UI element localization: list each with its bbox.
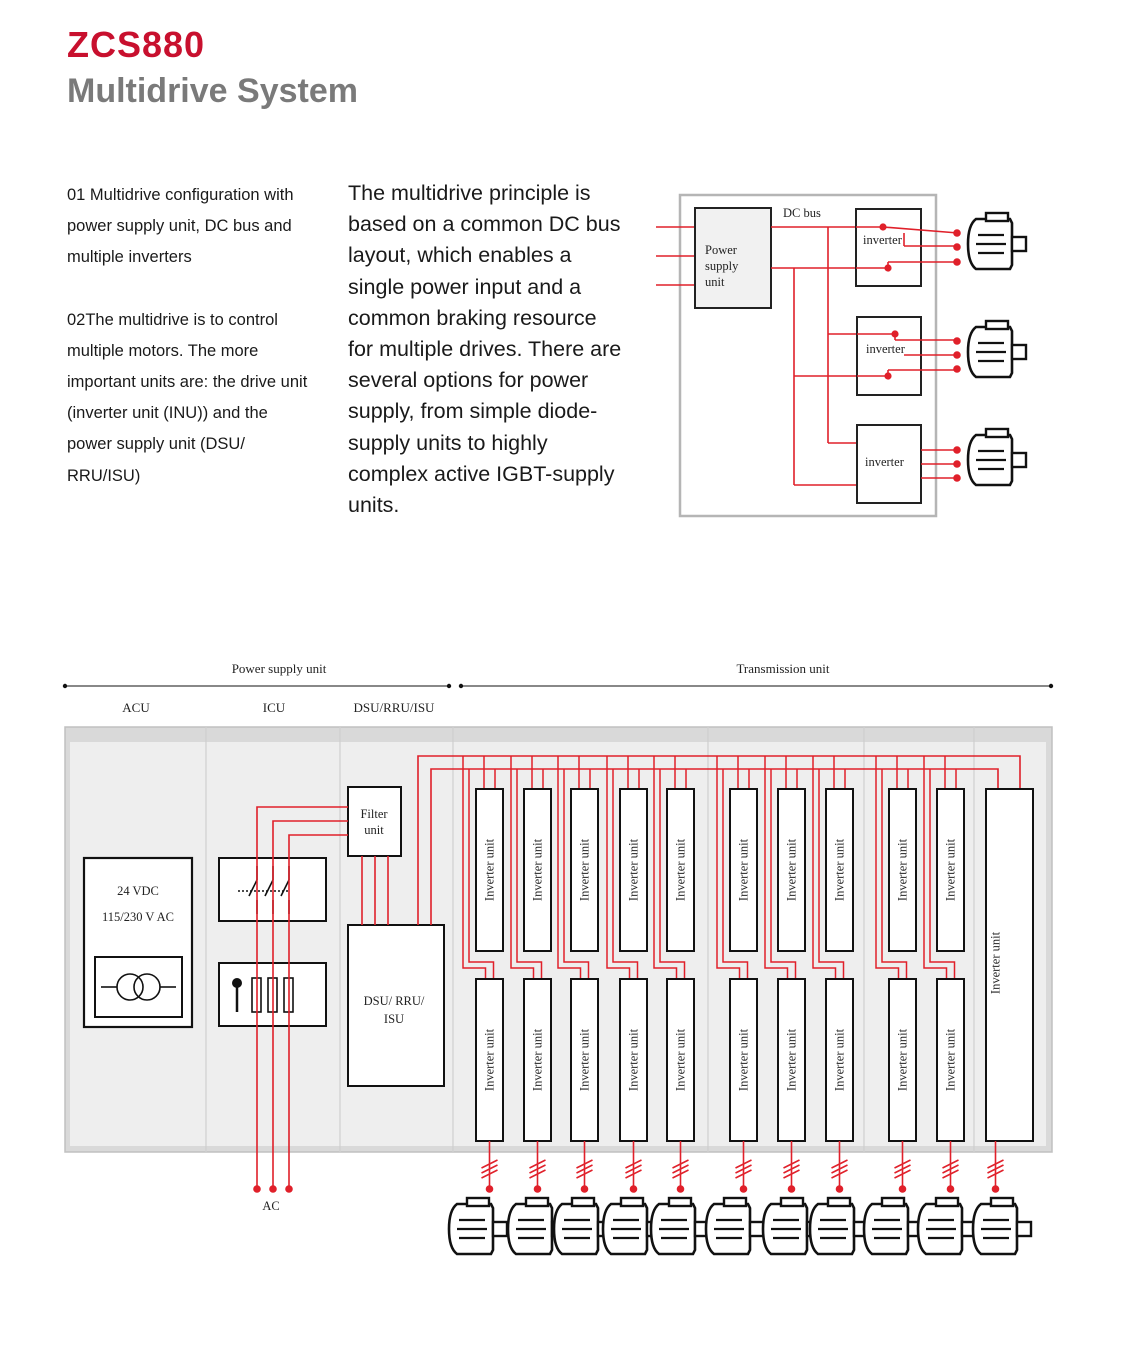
inverter-unit-bottom [666,978,695,1142]
span-markers [62,683,1054,689]
inverter-unit-top [729,788,758,952]
motor-icon [649,1196,711,1256]
input-lines [656,226,695,286]
motor-icon [916,1196,978,1256]
inverter-unit-label: Inverter unit [944,1028,958,1091]
power-supply-line-1: Power [705,243,738,257]
motor-icon [966,427,1028,487]
acu-label: ACU [122,700,150,715]
inverter-unit-top [570,788,599,952]
transformer-icon [101,973,176,1001]
dc-bus-wiring [771,226,857,486]
inverter-unit-label: Inverter unit [674,1028,688,1091]
page-subtitle: Multidrive System [67,72,358,110]
intro-paragraph-2: 02The multidrive is to control multiple … [67,310,308,485]
inverter-label-2: inverter [866,342,906,356]
ac-terminals [253,1185,293,1193]
motor-row [447,1196,1033,1256]
inverter-unit-bottom [570,978,599,1142]
inverter-unit-label: Inverter unit [785,838,799,901]
ac-label: AC [262,1199,279,1213]
inverter-unit-bottom [888,978,917,1142]
filter-line-1: Filter [360,807,388,821]
power-supply-unit-label: Power supply unit [232,661,327,676]
inverter-unit-label: Inverter unit [944,838,958,901]
page-title: ZCS880 [67,24,206,65]
inverter-unit-top [666,788,695,952]
inverter-unit-top [523,788,552,952]
motor-icon [862,1196,924,1256]
inverter-unit-top [777,788,806,952]
motor-icon [704,1196,766,1256]
inverter-unit-tall [985,788,1034,1142]
inverter-unit-label: Inverter unit [531,1028,545,1091]
inverter-unit-label: Inverter unit [627,1028,641,1091]
filter-line-2: unit [364,823,384,837]
transmission-unit-label: Transmission unit [736,661,829,676]
top-diagram: Power supply unit DC bus [656,193,1028,518]
inverter-unit-label: Inverter unit [737,1028,751,1091]
inverter-unit-label: Inverter unit [674,838,688,901]
power-supply-line-2: supply [705,259,739,273]
inverter-unit-bottom [729,978,758,1142]
inverter-unit-label: Inverter unit [989,931,1003,994]
ac-feed-wires [256,806,389,1188]
motor-icon [966,211,1028,271]
inverter-unit-top [619,788,648,952]
inverter-label-1: inverter [863,233,903,247]
dsu-box [347,924,445,1087]
inverter-unit-label: Inverter unit [785,1028,799,1091]
inverter-unit-label: Inverter unit [627,838,641,901]
power-supply-box [694,207,772,309]
inverter-unit-bottom [475,978,504,1142]
dc-bus-label: DC bus [783,206,821,220]
inverter-unit-label: Inverter unit [833,1028,847,1091]
dsu-line-1: DSU/ RRU/ [364,994,425,1008]
principle-text: The multidrive principle is based on a c… [348,181,622,518]
inverter-unit-bottom [619,978,648,1142]
inverter-unit-top [888,788,917,952]
dsu-header-label: DSU/RRU/ISU [354,700,436,715]
inverter-unit-top [936,788,965,952]
inverter-unit-label: Inverter unit [483,1028,497,1091]
inverter-unit-label: Inverter unit [896,838,910,901]
inverter-box-3 [856,424,922,504]
power-supply-line-3: unit [705,275,725,289]
intro-left-column: 01 Multidrive configuration with power s… [67,180,317,523]
inverter-unit-label: Inverter unit [833,838,847,901]
inverter-box-1 [855,208,922,287]
inverter-unit-label: Inverter unit [896,1028,910,1091]
icu-label: ICU [263,700,286,715]
acu-line-1: 24 VDC [117,884,159,898]
motor-icon [447,1196,509,1256]
acu-line-2: 115/230 V AC [102,910,174,924]
inverter-unit-top [475,788,504,952]
inverter-box-2 [856,316,922,396]
motor-icon [808,1196,870,1256]
inverter-unit-label: Inverter unit [531,838,545,901]
inverter-unit-top [825,788,854,952]
inverter-label-3: inverter [865,455,905,469]
intro-paragraph-1: 01 Multidrive configuration with power s… [67,186,294,267]
motor-icon [966,319,1028,379]
inverter-unit-label: Inverter unit [483,838,497,901]
filter-unit-box [347,786,402,857]
bottom-diagram: Power supply unit Transmission unit ACU … [62,661,1054,1256]
cabinet-dividers [205,727,975,1152]
motor-icon [971,1196,1033,1256]
inverter-unit-bottom [523,978,552,1142]
dsu-line-2: ISU [384,1012,404,1026]
dc-bus-lines [417,755,1021,925]
inverter-unit-label: Inverter unit [578,1028,592,1091]
inverter-unit-label: Inverter unit [737,838,751,901]
inverter-unit-label: Inverter unit [578,838,592,901]
